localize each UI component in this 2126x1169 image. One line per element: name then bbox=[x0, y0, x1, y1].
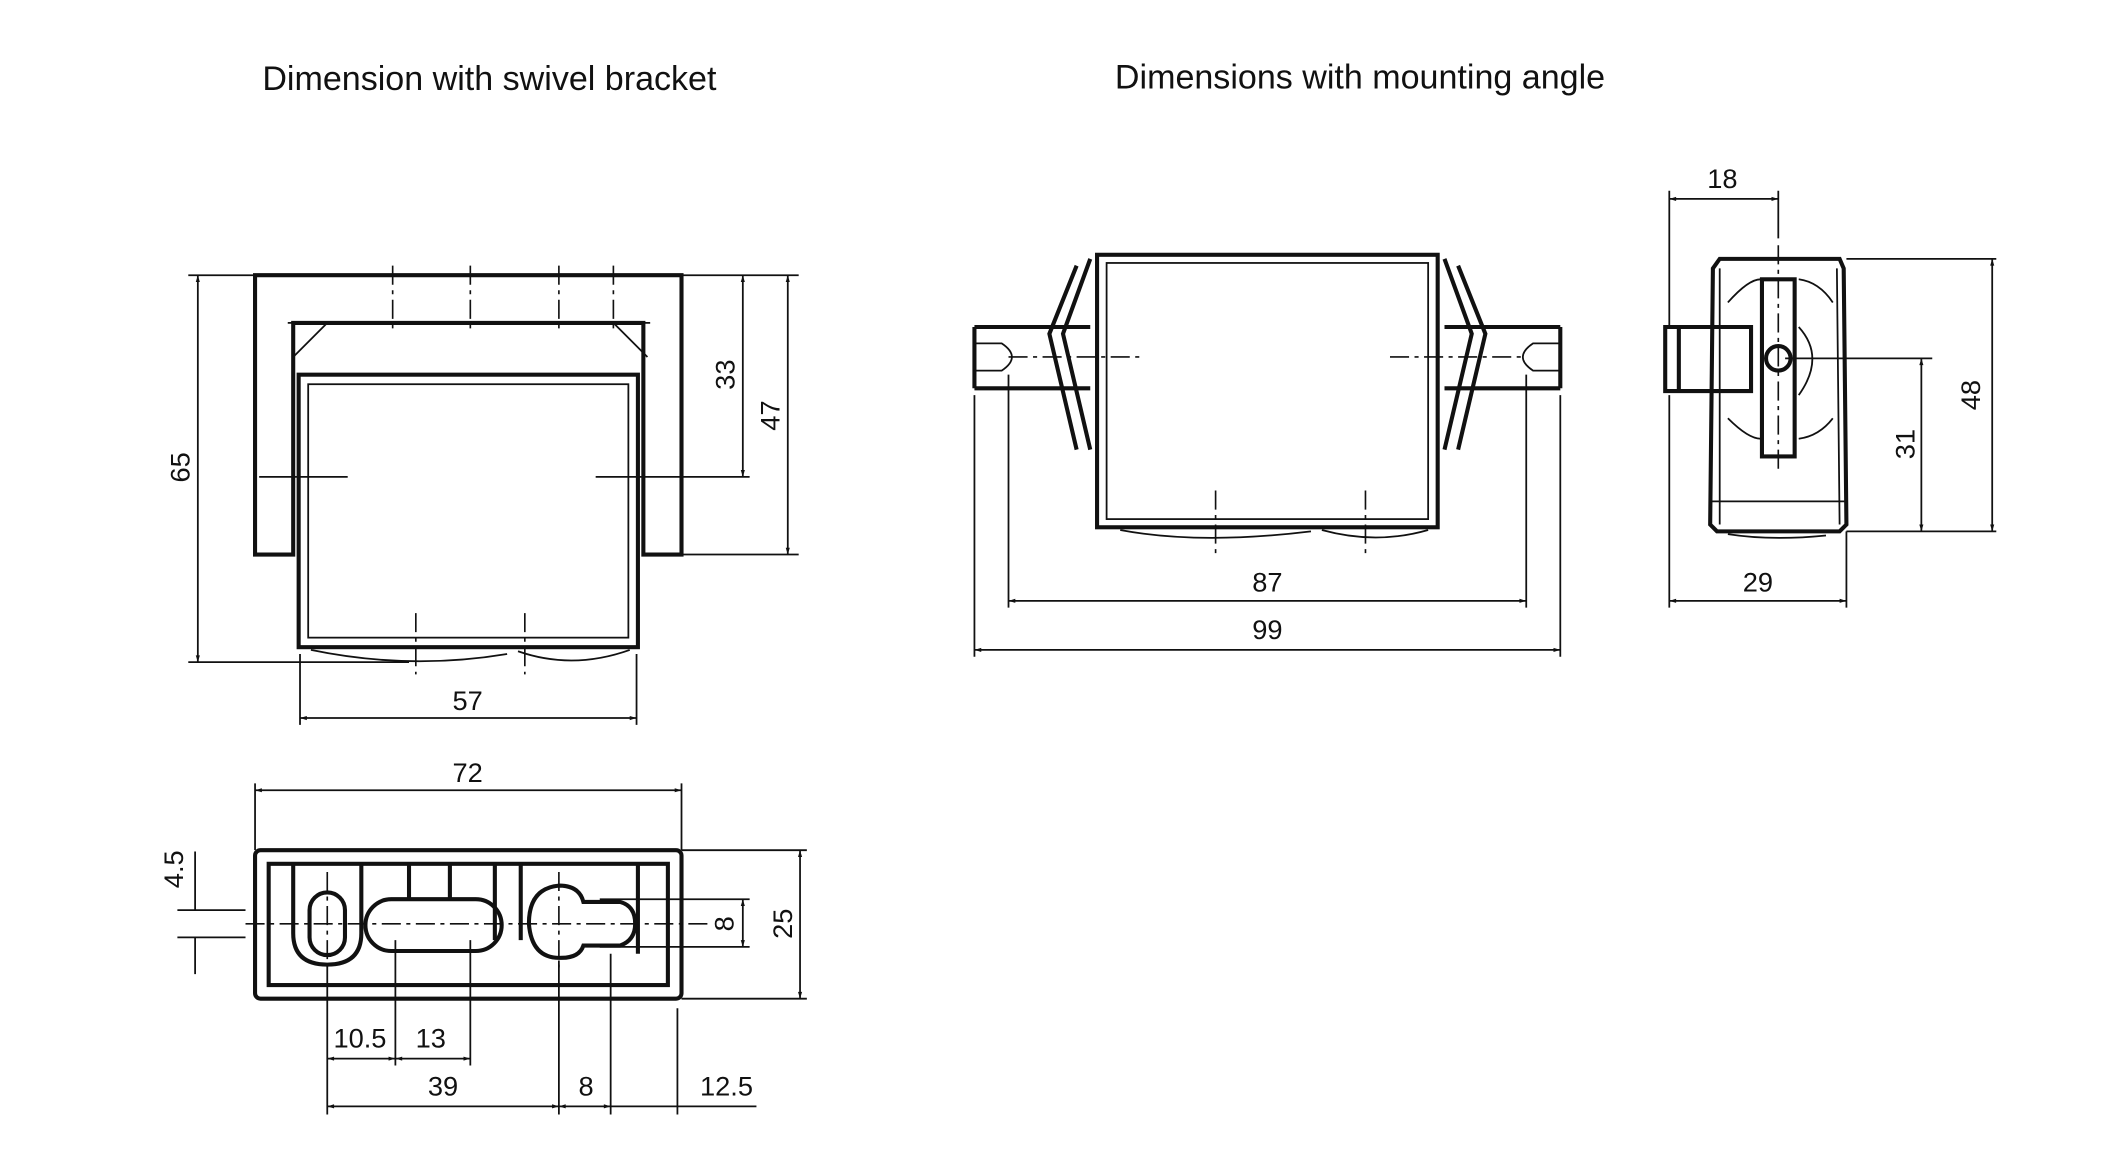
dim-12-5: 12.5 bbox=[700, 1070, 753, 1101]
angle-front-view: 87 99 bbox=[972, 252, 1563, 657]
dim-8-vertical: 8 bbox=[708, 916, 739, 931]
dim-25: 25 bbox=[767, 909, 798, 939]
dim-4-5: 4.5 bbox=[158, 850, 189, 888]
dim-39: 39 bbox=[428, 1070, 458, 1101]
dim-13: 13 bbox=[416, 1023, 446, 1054]
dim-99: 99 bbox=[1252, 614, 1282, 645]
title-mounting-angle: Dimensions with mounting angle bbox=[1115, 59, 1605, 97]
dim-65: 65 bbox=[165, 452, 196, 482]
title-swivel-bracket: Dimension with swivel bracket bbox=[262, 60, 717, 98]
dim-10-5: 10.5 bbox=[333, 1023, 386, 1054]
dim-57: 57 bbox=[452, 685, 482, 716]
angle-side-view: 18 29 31 48 bbox=[1663, 163, 1997, 608]
dim-8-horizontal: 8 bbox=[579, 1070, 594, 1101]
dim-18: 18 bbox=[1707, 163, 1737, 194]
dim-87: 87 bbox=[1252, 566, 1282, 597]
dim-31: 31 bbox=[1890, 429, 1921, 459]
dim-48: 48 bbox=[1955, 380, 1986, 410]
dim-33: 33 bbox=[710, 360, 741, 390]
dim-47: 47 bbox=[755, 400, 786, 430]
swivel-front-view: 65 33 47 57 bbox=[165, 265, 799, 725]
dim-29: 29 bbox=[1743, 566, 1773, 597]
swivel-bottom-view: 72 25 8 4.5 10.5 13 39 8 12.5 bbox=[158, 757, 807, 1115]
dim-72: 72 bbox=[452, 757, 482, 788]
